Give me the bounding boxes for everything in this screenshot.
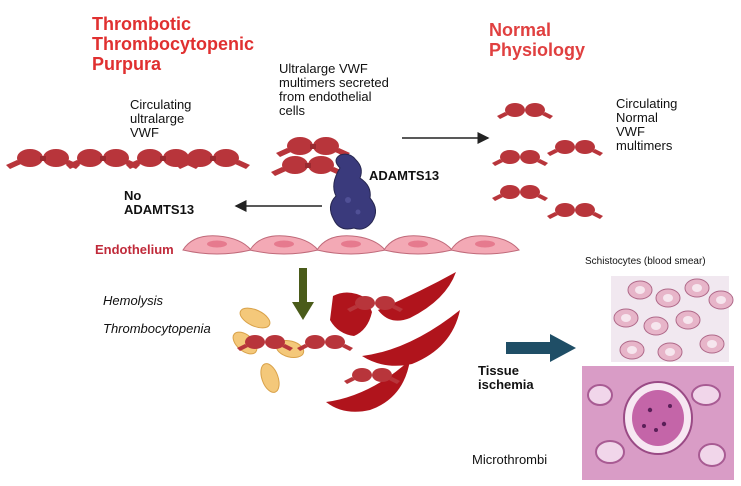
tissue-arrow-icon xyxy=(506,334,576,362)
hemolysis-label: Hemolysis xyxy=(103,293,163,308)
tissue-ischemia-label: Tissue ischemia xyxy=(478,363,534,392)
schistocytes-label: Schistocytes (blood smear) xyxy=(585,256,706,267)
ttp-title: Thrombotic Thrombocytopenic Purpura xyxy=(92,14,255,74)
down-arrow-icon xyxy=(292,268,314,320)
schistocytes-icon xyxy=(326,272,460,412)
blood-smear-image xyxy=(611,276,734,362)
no-adamts13-label: No ADAMTS13 xyxy=(124,188,195,217)
ultralarge-vwf-chain-icon xyxy=(6,149,250,169)
normal-physiology-title: Normal Physiology xyxy=(489,20,586,60)
thrombocytopenia-label: Thrombocytopenia xyxy=(103,321,211,336)
endothelium-layer xyxy=(182,235,520,255)
adamts13-label: ADAMTS13 xyxy=(369,168,440,183)
endothelium-label: Endothelium xyxy=(95,242,174,257)
adamts13-enzyme-icon xyxy=(330,153,376,230)
ultralarge-secreted-label: Ultralarge VWF multimers secreted from e… xyxy=(279,61,389,118)
circulating-normal-label: Circulating Normal VWF multimers xyxy=(616,96,678,153)
circulating-ultralarge-label: Circulating ultralarge VWF xyxy=(130,97,192,140)
microthrombi-histology-image xyxy=(582,366,734,480)
microthrombi-label: Microthrombi xyxy=(472,452,548,467)
normal-vwf-multimers-icon xyxy=(492,103,603,219)
